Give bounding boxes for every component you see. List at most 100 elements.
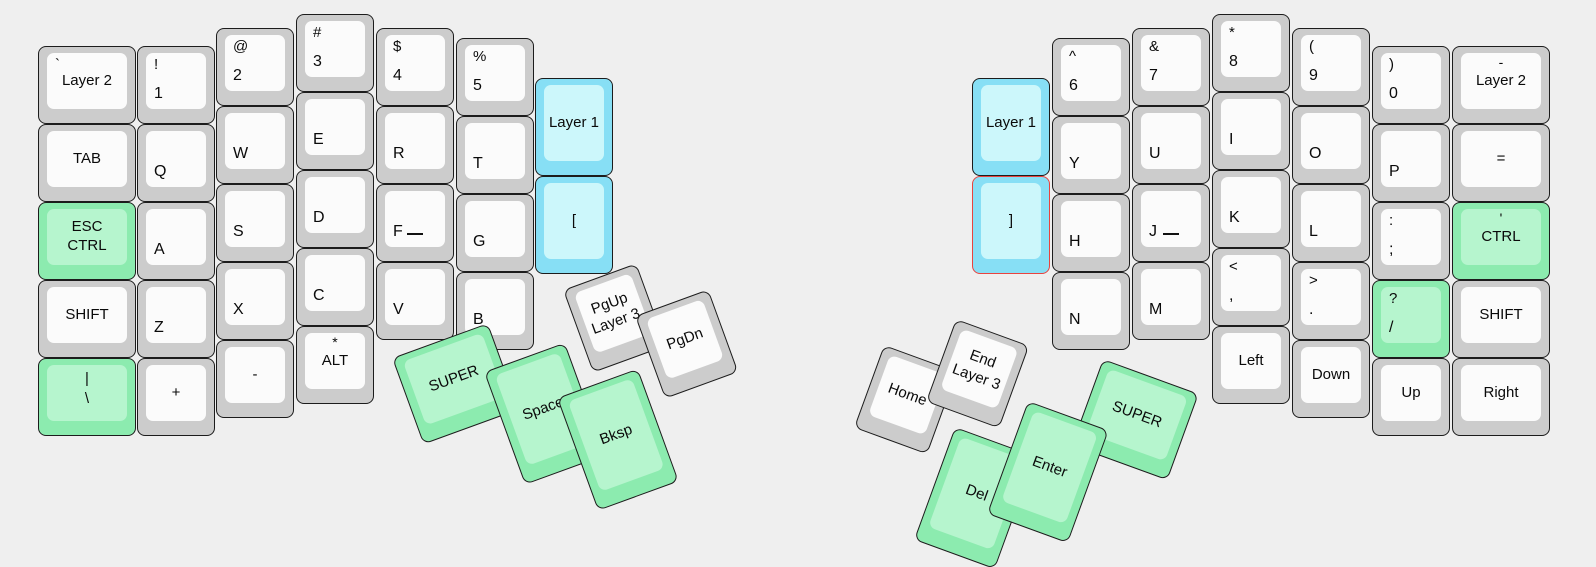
key-layer2-grave[interactable]: `Layer 2: [38, 46, 136, 124]
key-m-surface: M: [1141, 269, 1201, 325]
key-j[interactable]: J: [1132, 184, 1210, 262]
key-7-shift-legend: &: [1149, 38, 1160, 55]
key-super-right-label: SUPER: [1109, 397, 1165, 432]
key-pipe-backslash[interactable]: |\: [38, 358, 136, 436]
key-k-surface: K: [1221, 177, 1281, 233]
key-a[interactable]: A: [137, 202, 215, 280]
key-left-arrow[interactable]: Left: [1212, 326, 1290, 404]
key-9-shift-legend: (: [1309, 38, 1314, 55]
key-8-base-legend: 8: [1229, 53, 1238, 71]
key-equals[interactable]: =: [1452, 124, 1550, 202]
key-layer2-minus-shift-legend: -: [1498, 54, 1504, 70]
key-l-surface: L: [1301, 191, 1361, 247]
key-7[interactable]: &7: [1132, 28, 1210, 106]
key-left-arrow-label: Left: [1238, 352, 1264, 370]
key-layer2-minus[interactable]: -Layer 2: [1452, 46, 1550, 124]
key-semicolon[interactable]: :;: [1372, 202, 1450, 280]
key-i-surface: I: [1221, 99, 1281, 155]
key-down-arrow[interactable]: Down: [1292, 340, 1370, 418]
key-period[interactable]: >.: [1292, 262, 1370, 340]
key-layer2-minus-surface: -Layer 2: [1461, 53, 1541, 109]
key-alt[interactable]: *ALT: [296, 326, 374, 404]
key-quote-ctrl-surface: 'CTRL: [1461, 209, 1541, 265]
key-t[interactable]: T: [456, 116, 534, 194]
key-period-shift-legend: >: [1309, 272, 1318, 289]
key-a-surface: A: [146, 209, 206, 265]
key-u-surface: U: [1141, 113, 1201, 169]
key-p-base-legend: P: [1389, 163, 1400, 181]
key-x[interactable]: X: [216, 262, 294, 340]
key-l-base-legend: L: [1309, 223, 1318, 241]
key-equals-surface: =: [1461, 131, 1541, 187]
key-6-shift-legend: ^: [1069, 48, 1077, 65]
key-up-arrow[interactable]: Up: [1372, 358, 1450, 436]
key-7-base-legend: 7: [1149, 67, 1158, 85]
key-9-base-legend: 9: [1309, 67, 1318, 85]
key-up-arrow-surface: Up: [1381, 365, 1441, 421]
key-u-base-legend: U: [1149, 145, 1161, 163]
key-t-surface: T: [465, 123, 525, 179]
key-l[interactable]: L: [1292, 184, 1370, 262]
key-bracket-right[interactable]: ]: [972, 176, 1050, 274]
key-left-arrow-surface: Left: [1221, 333, 1281, 389]
key-h-base-legend: H: [1069, 233, 1081, 251]
key-o[interactable]: O: [1292, 106, 1370, 184]
key-minus[interactable]: -: [216, 340, 294, 418]
key-v[interactable]: V: [376, 262, 454, 340]
key-0[interactable]: )0: [1372, 46, 1450, 124]
key-bracket-right-label: ]: [1008, 212, 1014, 230]
key-6[interactable]: ^6: [1052, 38, 1130, 116]
key-f-homing-bar: [407, 233, 423, 235]
key-5[interactable]: %5: [456, 38, 534, 116]
key-semicolon-base-legend: ;: [1389, 241, 1394, 259]
key-quote-ctrl[interactable]: 'CTRL: [1452, 202, 1550, 280]
key-z[interactable]: Z: [137, 280, 215, 358]
key-e[interactable]: E: [296, 92, 374, 170]
key-n[interactable]: N: [1052, 272, 1130, 350]
key-7-surface: &7: [1141, 35, 1201, 91]
key-comma[interactable]: <,: [1212, 248, 1290, 326]
key-3[interactable]: #3: [296, 14, 374, 92]
key-n-surface: N: [1061, 279, 1121, 335]
key-u[interactable]: U: [1132, 106, 1210, 184]
key-shift-right-label: SHIFT: [1479, 306, 1523, 324]
key-i-base-legend: I: [1229, 131, 1234, 149]
key-slash[interactable]: ?/: [1372, 280, 1450, 358]
key-equals-label: =: [1496, 150, 1506, 168]
key-r[interactable]: R: [376, 106, 454, 184]
key-9-surface: (9: [1301, 35, 1361, 91]
key-j-surface: J: [1141, 191, 1201, 247]
key-d[interactable]: D: [296, 170, 374, 248]
key-p[interactable]: P: [1372, 124, 1450, 202]
key-o-base-legend: O: [1309, 145, 1322, 163]
key-9[interactable]: (9: [1292, 28, 1370, 106]
key-i[interactable]: I: [1212, 92, 1290, 170]
key-6-surface: ^6: [1061, 45, 1121, 101]
key-y-base-legend: Y: [1069, 155, 1080, 173]
key-f[interactable]: F: [376, 184, 454, 262]
key-shift-right[interactable]: SHIFT: [1452, 280, 1550, 358]
key-plus[interactable]: +: [137, 358, 215, 436]
key-h[interactable]: H: [1052, 194, 1130, 272]
key-m[interactable]: M: [1132, 262, 1210, 340]
key-8[interactable]: *8: [1212, 14, 1290, 92]
key-minus-surface: -: [225, 347, 285, 403]
key-shift-right-surface: SHIFT: [1461, 287, 1541, 343]
key-q[interactable]: Q: [137, 124, 215, 202]
key-1[interactable]: !1: [137, 46, 215, 124]
key-o-surface: O: [1301, 113, 1361, 169]
key-6-base-legend: 6: [1069, 77, 1078, 95]
key-layer1-right[interactable]: Layer 1: [972, 78, 1050, 176]
key-0-shift-legend: ): [1389, 56, 1394, 73]
key-right-arrow[interactable]: Right: [1452, 358, 1550, 436]
key-bracket-left[interactable]: [: [535, 176, 613, 274]
key-slash-base-legend: /: [1389, 319, 1394, 337]
key-right-arrow-label: Right: [1483, 384, 1519, 402]
key-semicolon-surface: :;: [1381, 209, 1441, 265]
key-y[interactable]: Y: [1052, 116, 1130, 194]
key-k[interactable]: K: [1212, 170, 1290, 248]
key-layer1-right-label: Layer 1: [985, 114, 1037, 132]
